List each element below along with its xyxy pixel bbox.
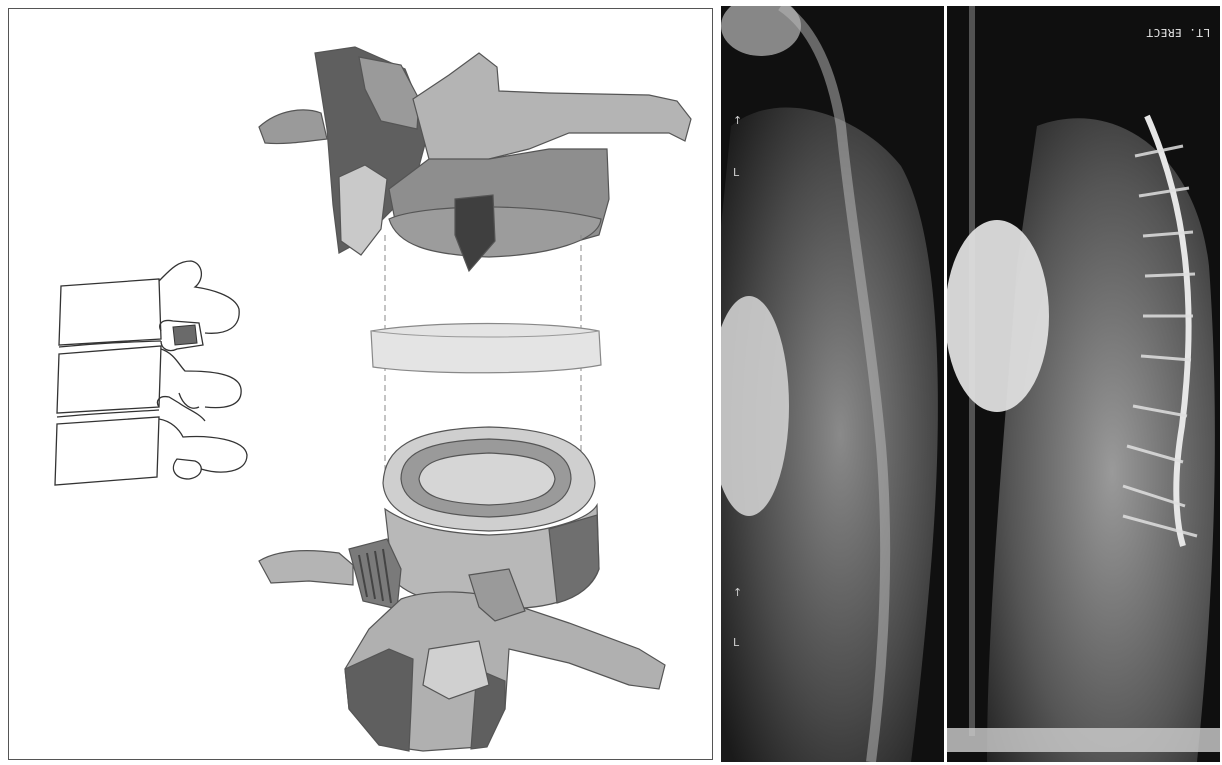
- lower-vertebra: [259, 427, 665, 751]
- xray-preoperative-image: [721, 6, 944, 762]
- lumbar-spine-outline: [55, 261, 247, 485]
- xray-position-label: LT. ERECT: [1146, 26, 1210, 39]
- orientation-marker-bottom: ↑: [733, 586, 742, 599]
- xray-postoperative-image: [947, 6, 1220, 762]
- xray-postoperative: LT. ERECT: [947, 6, 1220, 762]
- intervertebral-disc: [371, 324, 601, 373]
- facet-highlight: [173, 325, 197, 345]
- anatomy-illustration: [9, 9, 714, 761]
- xray-preoperative: ↑ L ↑ L: [721, 6, 944, 762]
- orientation-marker-l: L: [733, 166, 739, 179]
- upper-vertebra: [259, 47, 691, 271]
- orientation-marker-top: ↑: [733, 114, 742, 127]
- anatomy-illustration-panel: [8, 8, 713, 760]
- orientation-marker-l2: L: [733, 636, 739, 649]
